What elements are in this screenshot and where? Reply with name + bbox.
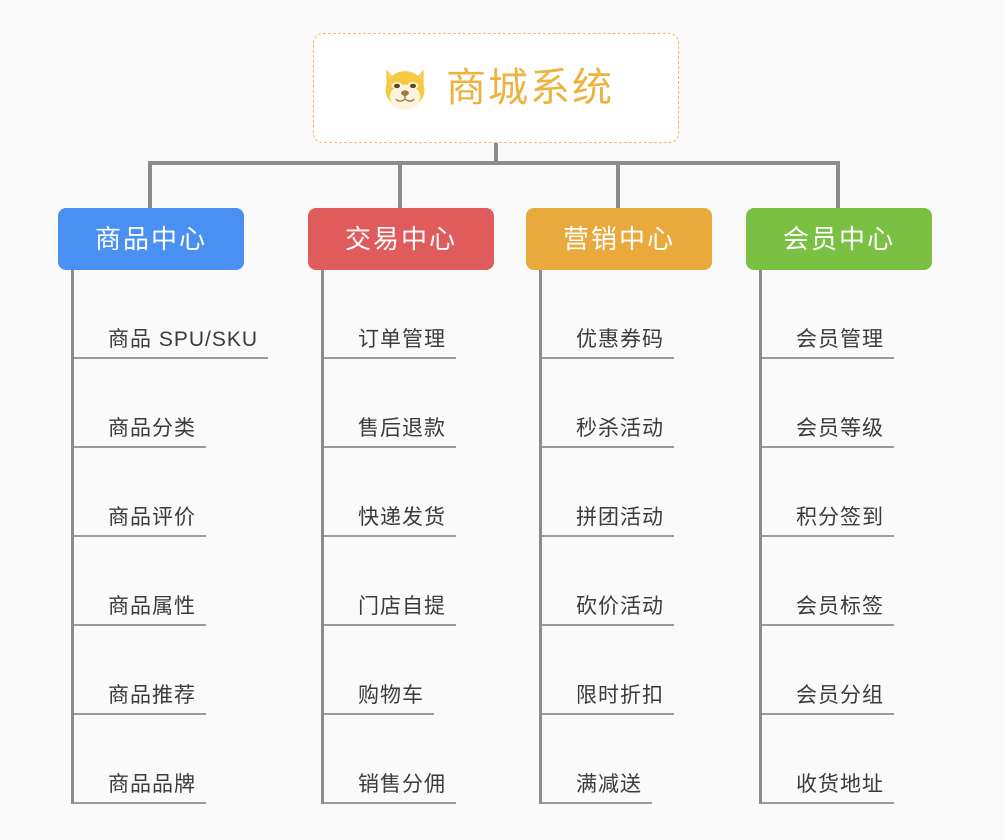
- leaf-label: 售后退款: [358, 416, 446, 440]
- list-item[interactable]: 购物车: [324, 626, 494, 715]
- category-box-3[interactable]: 会员中心: [746, 208, 932, 270]
- category-box-0[interactable]: 商品中心: [58, 208, 244, 270]
- leaf-label: 会员标签: [796, 594, 884, 618]
- list-item[interactable]: 订单管理: [324, 270, 494, 359]
- category-label-2: 营销中心: [562, 224, 675, 254]
- category-label-3: 会员中心: [782, 224, 895, 254]
- list-item[interactable]: 商品属性: [74, 537, 268, 626]
- list-item[interactable]: 拼团活动: [542, 448, 712, 537]
- connector-drop-会员中心: [836, 161, 840, 208]
- branch-column-3: 会员中心 会员管理 会员等级 积分签到 会员标签 会员分组 收货地址: [746, 208, 932, 804]
- connector-horizontal-bus: [148, 161, 840, 165]
- category-box-2[interactable]: 营销中心: [526, 208, 712, 270]
- connector-drop-商品中心: [148, 161, 152, 208]
- leaf-label: 商品评价: [108, 505, 196, 529]
- branch-column-2: 营销中心 优惠券码 秒杀活动 拼团活动 砍价活动 限时折扣 满减送: [526, 208, 712, 804]
- list-item[interactable]: 会员分组: [762, 626, 932, 715]
- list-item[interactable]: 门店自提: [324, 537, 494, 626]
- leaf-list-3: 会员管理 会员等级 积分签到 会员标签 会员分组 收货地址: [759, 270, 932, 804]
- leaf-label: 商品推荐: [108, 683, 196, 707]
- leaf-list-1: 订单管理 售后退款 快递发货 门店自提 购物车 销售分佣: [321, 270, 494, 804]
- leaf-label: 收货地址: [796, 772, 884, 796]
- list-item[interactable]: 商品分类: [74, 359, 268, 448]
- leaf-label: 优惠券码: [576, 327, 664, 351]
- list-item[interactable]: 会员管理: [762, 270, 932, 359]
- list-item[interactable]: 会员标签: [762, 537, 932, 626]
- leaf-label: 商品分类: [108, 416, 196, 440]
- list-item[interactable]: 积分签到: [762, 448, 932, 537]
- leaf-label: 会员等级: [796, 416, 884, 440]
- leaf-label: 会员管理: [796, 327, 884, 351]
- root-title: 商城系统: [446, 66, 614, 110]
- leaf-list-0: 商品 SPU/SKU 商品分类 商品评价 商品属性 商品推荐 商品品牌: [71, 270, 269, 804]
- leaf-label: 限时折扣: [576, 683, 664, 707]
- leaf-label: 满减送: [576, 772, 642, 796]
- list-item[interactable]: 限时折扣: [542, 626, 712, 715]
- leaf-label: 商品属性: [108, 594, 196, 618]
- list-item[interactable]: 砍价活动: [542, 537, 712, 626]
- list-item[interactable]: 商品评价: [74, 448, 268, 537]
- connector-drop-营销中心: [616, 161, 620, 208]
- connector-drop-交易中心: [398, 161, 402, 208]
- leaf-label: 积分签到: [796, 505, 884, 529]
- leaf-label: 会员分组: [796, 683, 884, 707]
- leaf-label: 快递发货: [358, 505, 446, 529]
- leaf-list-2: 优惠券码 秒杀活动 拼团活动 砍价活动 限时折扣 满减送: [539, 270, 712, 804]
- leaf-label: 门店自提: [358, 594, 446, 618]
- list-item[interactable]: 商品品牌: [74, 715, 268, 804]
- list-item[interactable]: 优惠券码: [542, 270, 712, 359]
- list-item[interactable]: 售后退款: [324, 359, 494, 448]
- category-box-1[interactable]: 交易中心: [308, 208, 494, 270]
- list-item[interactable]: 快递发货: [324, 448, 494, 537]
- leaf-label: 商品 SPU/SKU: [108, 327, 259, 351]
- list-item[interactable]: 商品 SPU/SKU: [74, 270, 269, 359]
- category-label-1: 交易中心: [344, 224, 457, 254]
- list-item[interactable]: 满减送: [542, 715, 712, 804]
- branch-column-0: 商品中心 商品 SPU/SKU 商品分类 商品评价 商品属性 商品推荐 商品品牌: [58, 208, 269, 804]
- list-item[interactable]: 秒杀活动: [542, 359, 712, 448]
- list-item[interactable]: 销售分佣: [324, 715, 494, 804]
- category-label-0: 商品中心: [94, 224, 207, 254]
- leaf-label: 销售分佣: [358, 772, 446, 796]
- leaf-label: 砍价活动: [576, 594, 664, 618]
- dog-face-icon: [385, 69, 425, 110]
- list-item[interactable]: 收货地址: [762, 715, 932, 804]
- leaf-label: 商品品牌: [108, 772, 196, 796]
- leaf-label: 拼团活动: [576, 505, 664, 529]
- root-node[interactable]: 商城系统: [313, 33, 679, 143]
- leaf-label: 秒杀活动: [576, 416, 664, 440]
- leaf-label: 订单管理: [358, 327, 446, 351]
- leaf-label: 购物车: [358, 683, 424, 707]
- list-item[interactable]: 商品推荐: [74, 626, 268, 715]
- list-item[interactable]: 会员等级: [762, 359, 932, 448]
- branch-column-1: 交易中心 订单管理 售后退款 快递发货 门店自提 购物车 销售分佣: [308, 208, 494, 804]
- connector-root-stem: [494, 143, 498, 163]
